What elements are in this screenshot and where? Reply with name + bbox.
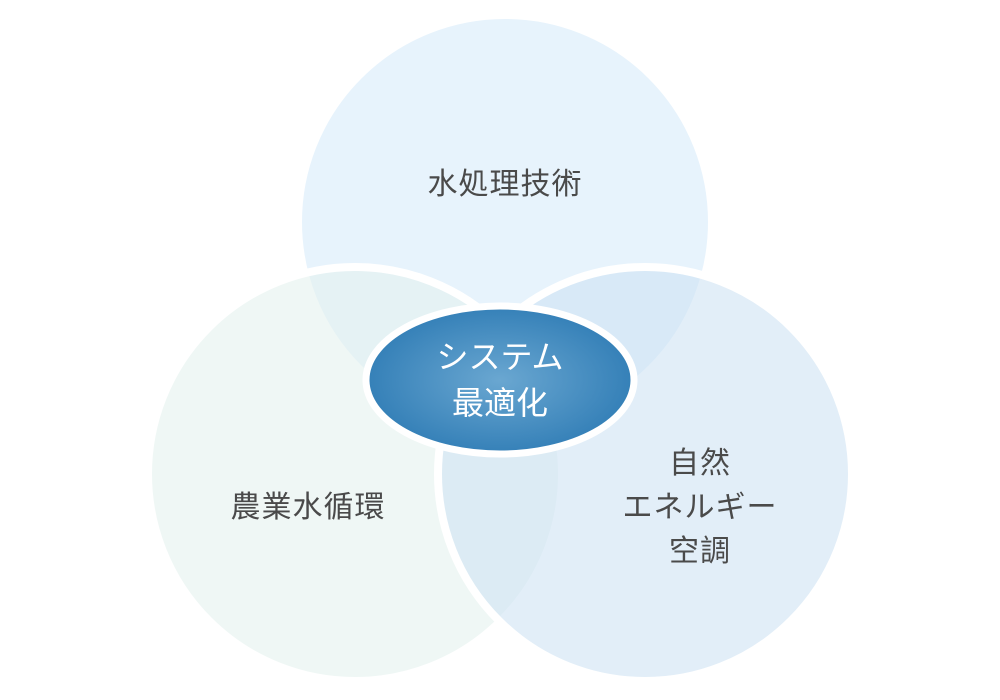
center-line: システム (436, 338, 564, 376)
label-agricultural-water: 農業水循環 (230, 490, 386, 525)
center-line: 最適化 (451, 384, 548, 422)
label-water-treatment: 水処理技術 (427, 167, 583, 202)
center-ellipse (362, 302, 638, 458)
label-line: 空調 (669, 534, 731, 569)
label-natural-energy: 自然 エネルギー 空調 (580, 442, 820, 574)
label-line: 自然 (669, 446, 731, 481)
label-line: エネルギー (622, 490, 778, 525)
center-label: システム 最適化 (380, 334, 620, 426)
